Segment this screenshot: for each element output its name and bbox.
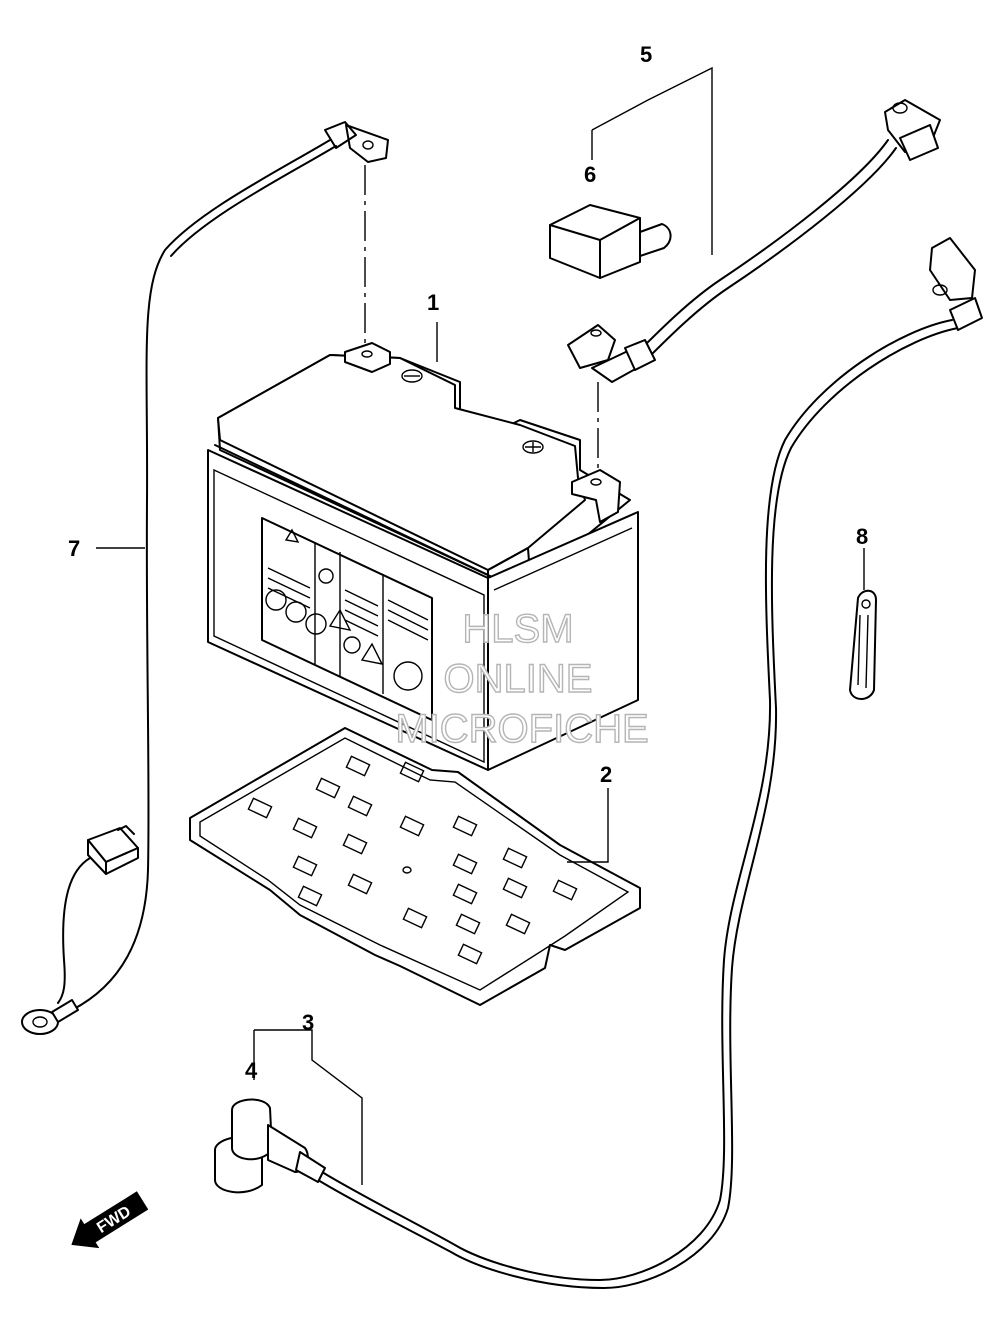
positive-wire-part-5	[567, 99, 941, 470]
watermark-line-2: ONLINE	[444, 657, 593, 701]
watermark-line-3: MICROFICHE	[395, 707, 648, 751]
battery-part-1	[207, 342, 639, 771]
fwd-arrow-icon: FWD	[71, 1191, 149, 1249]
callout-1: 1	[427, 290, 439, 315]
callout-3: 3	[302, 1010, 314, 1035]
callout-6: 6	[584, 162, 596, 187]
callout-leaders	[96, 66, 865, 1185]
lead-wire-part-3	[317, 237, 983, 1289]
callout-4: 4	[245, 1058, 258, 1083]
clamp-part-8	[849, 589, 877, 700]
terminal-cap-part-6	[549, 204, 672, 279]
terminal-cap-part-4	[214, 1098, 326, 1194]
callout-7: 7	[68, 536, 80, 561]
callout-2: 2	[600, 762, 612, 787]
lead-wire-part-7	[21, 121, 389, 1035]
watermark-line-1: HLSM	[462, 607, 573, 651]
watermark: HLSM ONLINE MICROFICHE	[395, 606, 650, 751]
callout-5: 5	[640, 42, 652, 67]
battery-tray-part-2	[189, 727, 641, 1006]
callout-8: 8	[856, 524, 868, 549]
